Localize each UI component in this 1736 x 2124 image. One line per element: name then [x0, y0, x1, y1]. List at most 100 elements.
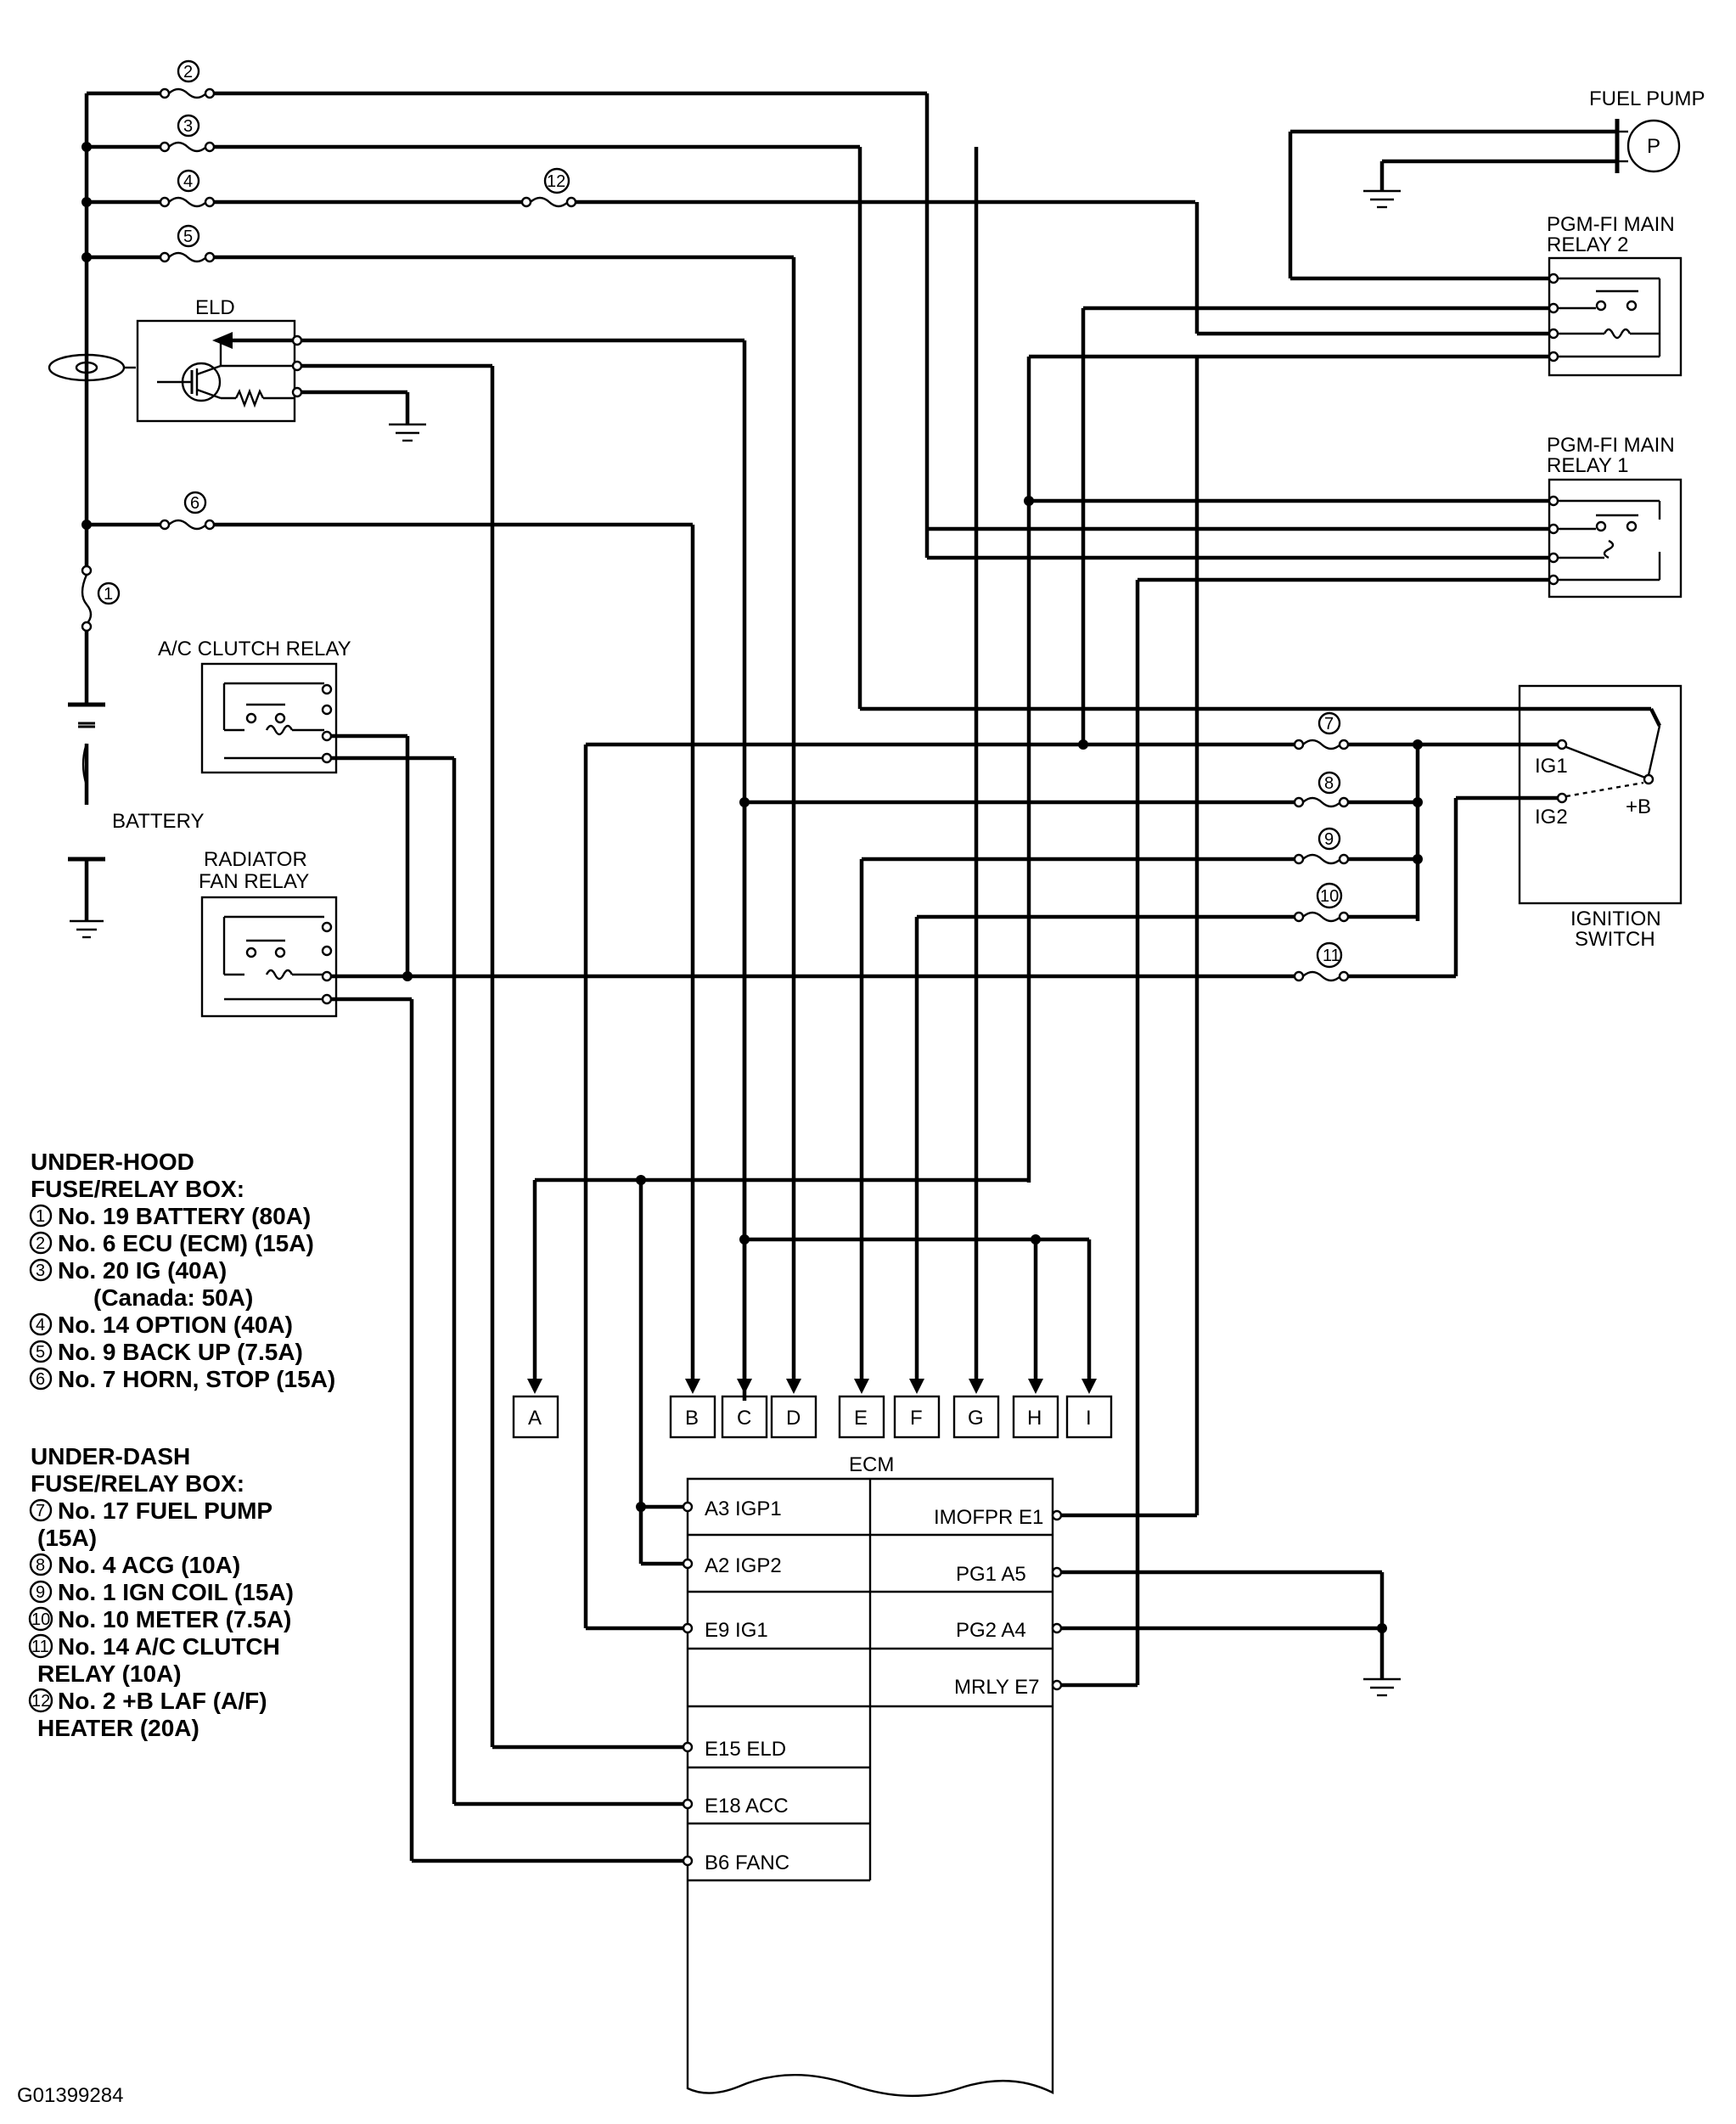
ecm-right-wires: [1061, 357, 1387, 1688]
connector-f: F: [893, 1395, 941, 1439]
legend-ud-item-10: No. 10 METER (7.5A): [58, 1606, 291, 1632]
connector-boxes: A B C D E F G H: [512, 1395, 1113, 1439]
figure-id: G01399284: [17, 2084, 123, 2107]
fuse-rows: 2 3 4 12 5: [87, 59, 1195, 531]
relay2-wires: [1026, 202, 1549, 1183]
legend-ud-num-10: 10: [31, 1610, 50, 1629]
legend-uh-num-5: 5: [36, 1343, 45, 1362]
legend-ud-num-9: 9: [36, 1583, 45, 1602]
ignition-switch: IG1 IG2 +B IGNITION SWITCH: [1518, 684, 1683, 951]
ecm-pin-e9-ig1: E9 IG1: [705, 1619, 768, 1642]
legend-ud-num-8: 8: [36, 1556, 45, 1575]
legend-uh-num-6: 6: [36, 1370, 45, 1389]
eld-wires: [301, 338, 747, 1747]
legend-ud-item-12: No. 2 +B LAF (A/F): [58, 1688, 267, 1714]
legend-ud-item-7: No. 17 FUEL PUMP: [58, 1497, 272, 1524]
connector-i: I: [1065, 1395, 1113, 1439]
legend-ud-item-11: No. 14 A/C CLUTCH: [58, 1633, 280, 1660]
legend-ud-num-12: 12: [31, 1692, 50, 1711]
ac-clutch-relay: A/C CLUTCH RELAY: [158, 638, 351, 774]
current-sensor-loop: [48, 353, 136, 382]
connector-a-label: A: [528, 1407, 542, 1430]
relay1-label-2: RELAY 1: [1547, 454, 1629, 477]
ignition-switch-label-1: IGNITION: [1570, 907, 1661, 930]
plus-b-label: +B: [1626, 795, 1651, 818]
battery-icon: [68, 686, 105, 786]
connector-h-label: H: [1027, 1407, 1042, 1430]
legend-uh-item-3b: (Canada: 50A): [93, 1284, 253, 1311]
connector-b-label: B: [685, 1407, 699, 1430]
legend-uh-num-1: 1: [36, 1207, 45, 1226]
fuse-4-number: 4: [183, 172, 193, 191]
ecm-pin-pg1-a5: PG1 A5: [956, 1563, 1026, 1586]
eld-module: ELD: [136, 296, 303, 423]
connector-wires: [412, 147, 1097, 1863]
connector-d-label: D: [786, 1407, 801, 1430]
radiator-fan-relay: RADIATOR FAN RELAY: [199, 848, 338, 1018]
connector-d: D: [770, 1395, 817, 1439]
ignition-switch-label-2: SWITCH: [1575, 928, 1655, 951]
pgm-fi-main-relay-2: PGM-FI MAIN RELAY 2: [1547, 213, 1683, 377]
connector-c-label: C: [737, 1407, 751, 1430]
fuse-9-number: 9: [1324, 830, 1334, 849]
fan-relay-wires: [331, 971, 924, 1861]
legend-under-hood: UNDER-HOOD FUSE/RELAY BOX: 1 No. 19 BATT…: [29, 1149, 335, 1392]
eld-ground-icon: [389, 423, 426, 442]
connector-b: B: [669, 1395, 716, 1439]
legend-ud-num-7: 7: [36, 1502, 45, 1520]
ignition-wires: [857, 147, 1662, 976]
fuse-1: 1: [81, 565, 121, 632]
ecm-pin-pg2-a4: PG2 A4: [956, 1619, 1026, 1642]
fuse-11-number: 11: [1323, 947, 1340, 965]
relay1-wires: [924, 93, 1549, 1458]
ecm-ground-icon: [1363, 1677, 1401, 1697]
radiator-fan-relay-label-2: FAN RELAY: [199, 870, 309, 893]
ecm-title: ECM: [849, 1453, 894, 1476]
legend-uh-item-4: No. 14 OPTION (40A): [58, 1312, 293, 1338]
legend-ud-num-11: 11: [31, 1638, 49, 1656]
fuse-6-number: 6: [190, 494, 199, 513]
connector-g: G: [952, 1395, 1000, 1439]
connector-f-label: F: [910, 1407, 923, 1430]
under-dash-fuses: 7 8 9 10 11: [586, 711, 1456, 982]
ecm-pin-a3-igp1: A3 IGP1: [705, 1497, 782, 1520]
connector-h: H: [1012, 1395, 1059, 1439]
ecm-block: ECM A3 IGP1 A2 IGP2 E9 IG1 E15 ELD E18 A…: [682, 1453, 1063, 2098]
fuse-2-number: 2: [183, 63, 193, 81]
fuse-3-number: 3: [183, 117, 193, 136]
legend-uh-item-1: No. 19 BATTERY (80A): [58, 1203, 311, 1229]
ecm-pin-e18-acc: E18 ACC: [705, 1795, 789, 1818]
connector-c: C: [721, 1395, 768, 1439]
pgm-fi-main-relay-1: PGM-FI MAIN RELAY 1: [1547, 434, 1683, 598]
connector-i-label: I: [1086, 1407, 1092, 1430]
legend-uh-num-3: 3: [36, 1261, 45, 1280]
ig1-label: IG1: [1535, 755, 1568, 778]
eld-label: ELD: [195, 296, 235, 319]
fuse-12-number: 12: [547, 172, 565, 191]
legend-uh-num-4: 4: [36, 1316, 45, 1335]
connector-e: E: [838, 1395, 885, 1439]
relay1-label-1: PGM-FI MAIN: [1547, 434, 1675, 457]
fuel-pump: FUEL PUMP P: [1589, 87, 1705, 173]
fuse-7-number: 7: [1324, 715, 1334, 733]
ecm-pin-mrly-e7: MRLY E7: [954, 1676, 1040, 1699]
legend-uh-item-3: No. 20 IG (40A): [58, 1257, 227, 1284]
ecm-pin-imofpr-e1: IMOFPR E1: [934, 1506, 1043, 1529]
fuel-pump-label: FUEL PUMP: [1589, 87, 1705, 110]
ecm-pin-a2-igp2: A2 IGP2: [705, 1554, 782, 1577]
legend-ud-title-2: FUSE/RELAY BOX:: [31, 1470, 244, 1497]
ecm-pin-b6-fanc: B6 FANC: [705, 1851, 789, 1874]
legend-uh-item-5: No. 9 BACK UP (7.5A): [58, 1339, 303, 1365]
connector-a: A: [512, 1395, 559, 1439]
relay2-label-2: RELAY 2: [1547, 233, 1629, 256]
fuse-5-number: 5: [183, 228, 193, 246]
fuse-8-number: 8: [1324, 774, 1334, 793]
fuel-pump-ground-icon: [1363, 189, 1401, 209]
relay2-label-1: PGM-FI MAIN: [1547, 213, 1675, 236]
legend-uh-title-1: UNDER-HOOD: [31, 1149, 194, 1175]
ac-clutch-relay-label: A/C CLUTCH RELAY: [158, 638, 351, 660]
battery-label: BATTERY: [112, 810, 204, 833]
legend-ud-title-1: UNDER-DASH: [31, 1443, 190, 1469]
fuel-pump-symbol: P: [1647, 135, 1660, 158]
legend-uh-title-2: FUSE/RELAY BOX:: [31, 1176, 244, 1202]
